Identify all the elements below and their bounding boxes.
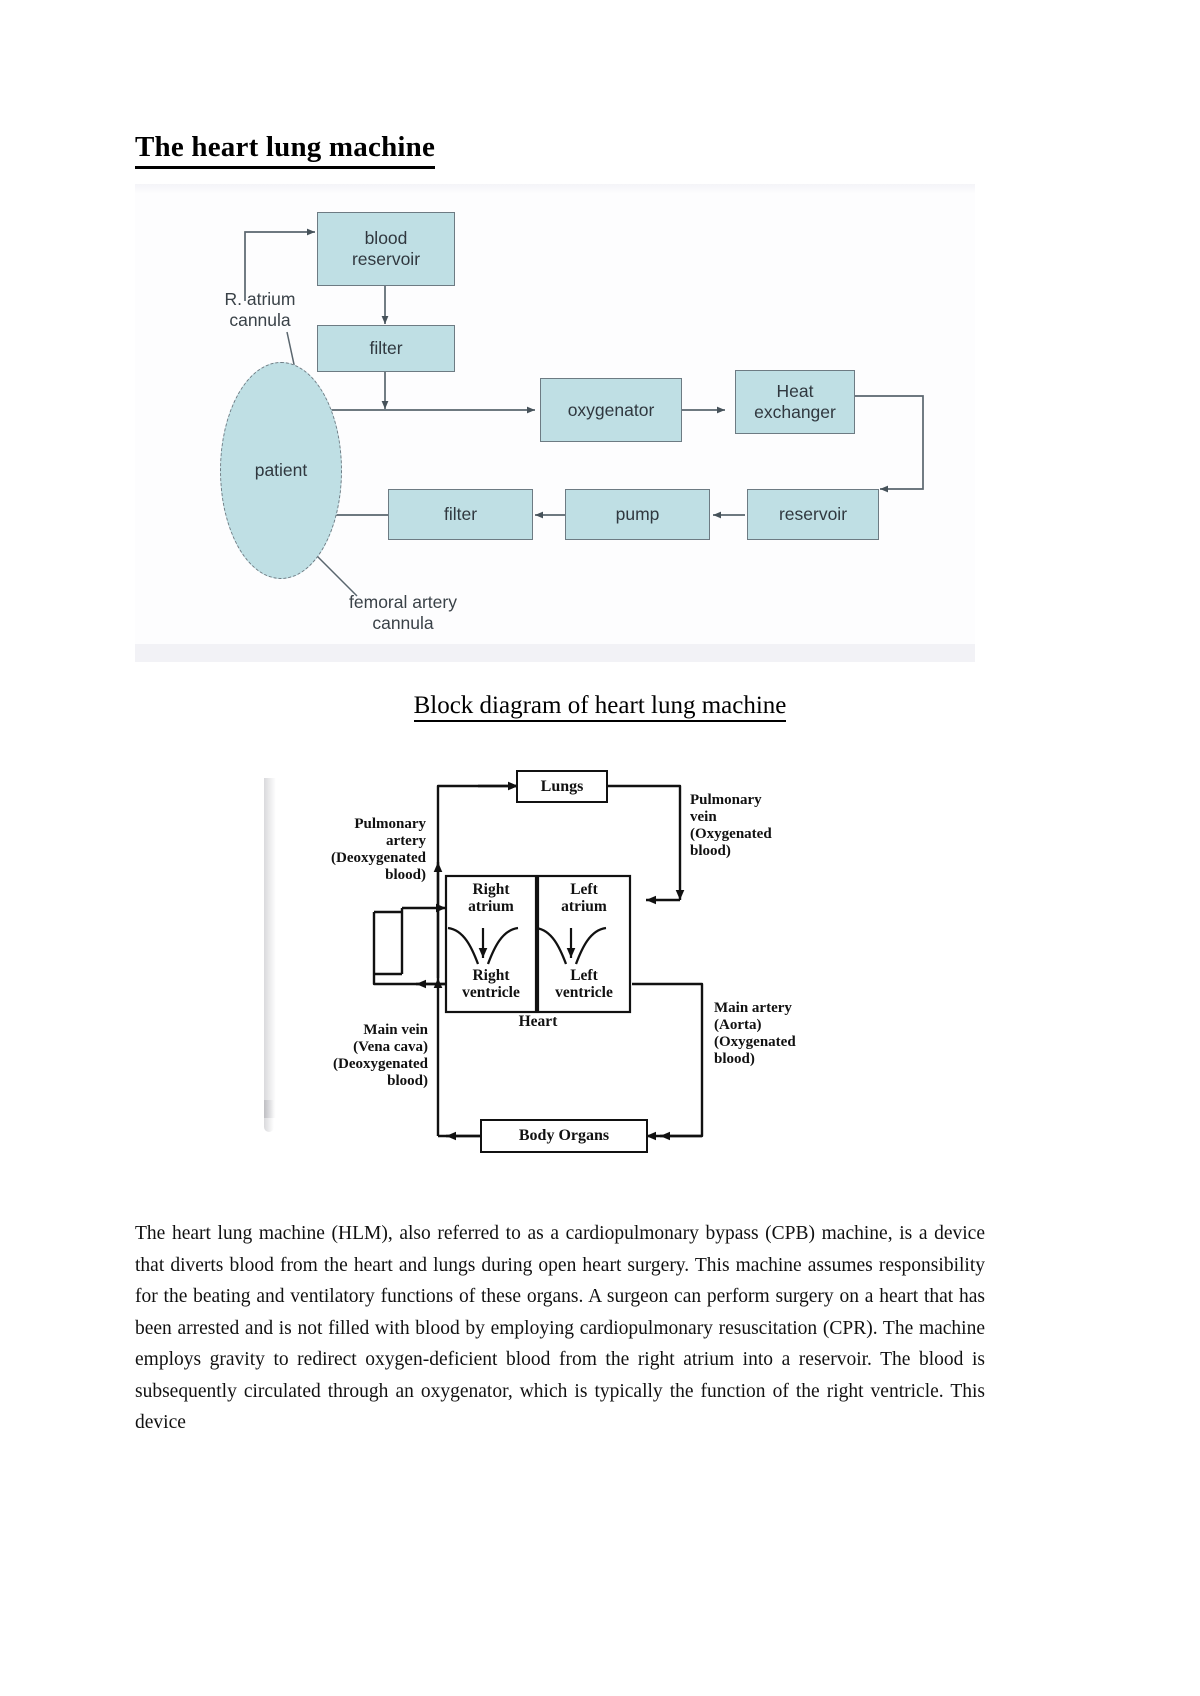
box-heat-exchanger: Heat exchanger xyxy=(735,370,855,434)
r-atrium-cannula-line1: R. atrium xyxy=(224,289,296,309)
main-artery-line2: (Aorta) xyxy=(714,1016,762,1033)
box-filter-top: filter xyxy=(317,325,455,372)
figure1-bottom-band xyxy=(135,644,975,662)
patient-shape: patient xyxy=(220,362,342,579)
figure-caption-text: Block diagram of heart lung machine xyxy=(413,692,787,722)
heat-exchanger-label-line2: exchanger xyxy=(754,402,836,422)
label-right-atrium: Right atrium xyxy=(446,881,536,915)
right-ventricle-line1: Right xyxy=(472,967,510,984)
right-ventricle-line2: ventricle xyxy=(462,983,520,1001)
body-paragraph: The heart lung machine (HLM), also refer… xyxy=(135,1223,985,1434)
main-vein-line2: (Vena cava) xyxy=(353,1038,428,1055)
figure2-connectors xyxy=(372,781,704,1141)
pulmonary-artery-line3: (Deoxygenated xyxy=(331,849,426,866)
reservoir-label: reservoir xyxy=(778,504,848,525)
label-main-artery: Main artery (Aorta) (Oxygenated blood) xyxy=(714,1000,874,1068)
left-ventricle-line2: ventricle xyxy=(555,983,613,1001)
box-oxygenator: oxygenator xyxy=(540,378,682,442)
figure1-connectors xyxy=(244,228,924,597)
box-lungs: Lungs xyxy=(516,770,608,803)
femoral-artery-cannula-line1: femoral artery xyxy=(349,592,457,612)
figure-heart-lung-machine-circuit: patient blood reservoir filter oxygenato… xyxy=(135,184,975,662)
box-body-organs: Body Organs xyxy=(480,1119,648,1153)
pulmonary-vein-line3: (Oxygenated xyxy=(690,825,772,842)
pulmonary-vein-line4: blood) xyxy=(690,842,731,859)
label-pulmonary-artery: Pulmonary artery (Deoxygenated blood) xyxy=(290,816,426,884)
figure2-edge-shadow-bottom xyxy=(264,1100,274,1132)
pulmonary-vein-line2: vein xyxy=(690,808,717,825)
label-right-ventricle: Right ventricle xyxy=(446,967,536,1001)
label-left-atrium: Left atrium xyxy=(538,881,630,915)
box-filter-bottom: filter xyxy=(388,489,533,540)
label-heart: Heart xyxy=(446,1013,630,1031)
box-reservoir: reservoir xyxy=(747,489,879,540)
patient-label: patient xyxy=(254,460,308,480)
left-atrium-line2: atrium xyxy=(561,897,607,915)
oxygenator-label: oxygenator xyxy=(567,399,655,420)
label-r-atrium-cannula: R. atrium cannula xyxy=(195,289,325,332)
label-femoral-artery-cannula: femoral artery cannula xyxy=(303,592,503,635)
left-atrium-line1: Left xyxy=(570,881,598,898)
box-pump: pump xyxy=(565,489,710,540)
heat-exchanger-label-line1: Heat xyxy=(776,381,814,402)
main-artery-line4: blood) xyxy=(714,1050,755,1067)
r-atrium-cannula-line2: cannula xyxy=(229,310,291,331)
filter-top-label: filter xyxy=(369,338,403,359)
figure-caption: Block diagram of heart lung machine xyxy=(0,692,1200,722)
blood-reservoir-label-line2: reservoir xyxy=(351,249,421,269)
pulmonary-artery-line2: artery xyxy=(386,832,426,849)
femoral-artery-cannula-line2: cannula xyxy=(372,613,434,634)
label-pulmonary-vein: Pulmonary vein (Oxygenated blood) xyxy=(690,792,850,860)
main-artery-line3: (Oxygenated xyxy=(714,1033,796,1050)
main-vein-line1: Main vein xyxy=(363,1022,428,1038)
main-artery-line1: Main artery xyxy=(714,1000,792,1016)
figure1-top-band xyxy=(135,184,975,194)
body-organs-label: Body Organs xyxy=(518,1127,610,1144)
label-left-ventricle: Left ventricle xyxy=(538,967,630,1001)
pump-label: pump xyxy=(615,504,660,525)
label-main-vein: Main vein (Vena cava) (Deoxygenated bloo… xyxy=(270,1022,428,1090)
pulmonary-artery-line4: blood) xyxy=(385,866,426,883)
lungs-label: Lungs xyxy=(540,777,584,795)
right-atrium-line2: atrium xyxy=(468,897,514,915)
figure-heart-circulation: Lungs Body Organs Right atrium Left atri… xyxy=(250,752,870,1172)
main-vein-line3: (Deoxygenated xyxy=(333,1055,428,1072)
pulmonary-vein-line1: Pulmonary xyxy=(690,792,762,808)
filter-bottom-label: filter xyxy=(443,504,478,525)
main-vein-line4: blood) xyxy=(387,1072,428,1089)
box-blood-reservoir: blood reservoir xyxy=(317,212,455,286)
right-atrium-line1: Right xyxy=(472,881,510,898)
page-title: The heart lung machine xyxy=(135,131,436,169)
pulmonary-artery-line1: Pulmonary xyxy=(354,816,426,832)
heart-label: Heart xyxy=(518,1013,558,1030)
left-ventricle-line1: Left xyxy=(570,967,598,984)
figure2-edge-shadow xyxy=(264,778,276,1118)
blood-reservoir-label-line1: blood xyxy=(364,228,408,249)
